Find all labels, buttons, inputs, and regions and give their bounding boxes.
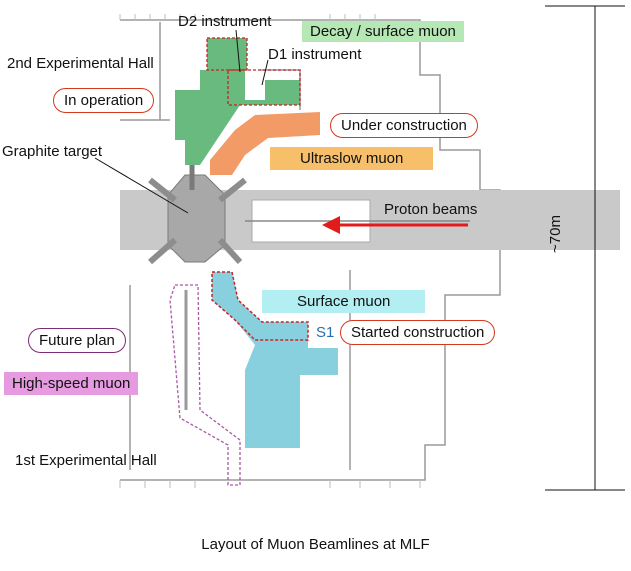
d1-instrument-label: D1 instrument [268, 46, 362, 63]
graphite-target-hub [167, 174, 226, 263]
graphite-target-leader [94, 157, 189, 214]
s1-label: S1 [316, 324, 335, 341]
d2-leader [235, 29, 241, 73]
surface-muon-label: Surface muon [262, 290, 426, 313]
under-construction-badge: Under construction [330, 113, 478, 138]
decay-surface-muon-label: Decay / surface muon [302, 21, 464, 42]
in-operation-badge: In operation [53, 88, 155, 113]
high-speed-beamline-zone [169, 284, 241, 486]
first-hall-label: 1st Experimental Hall [15, 452, 157, 469]
proton-beam-arrow [322, 216, 468, 234]
second-hall-label: 2nd Experimental Hall [7, 55, 154, 72]
high-speed-muon-label: High-speed muon [4, 372, 139, 395]
d2-instrument-label: D2 instrument [178, 13, 272, 30]
ultraslow-muon-label: Ultraslow muon [270, 147, 434, 170]
ultraslow-beamline-zone [210, 112, 320, 175]
proton-beams-label: Proton beams [384, 201, 478, 218]
graphite-target-label: Graphite target [2, 143, 103, 160]
distance-label: ~70m [547, 215, 564, 253]
d1-leader [261, 59, 269, 86]
target-branches [148, 177, 247, 265]
decay-surface-beamline-zone [175, 37, 301, 190]
future-plan-badge: Future plan [28, 328, 126, 353]
wall-ticks [119, 14, 421, 488]
started-construction-badge: Started construction [340, 320, 496, 345]
distance-dimension [545, 5, 625, 491]
surface-beamline-zone [211, 271, 338, 448]
figure-caption: Layout of Muon Beamlines at MLF [201, 536, 430, 553]
